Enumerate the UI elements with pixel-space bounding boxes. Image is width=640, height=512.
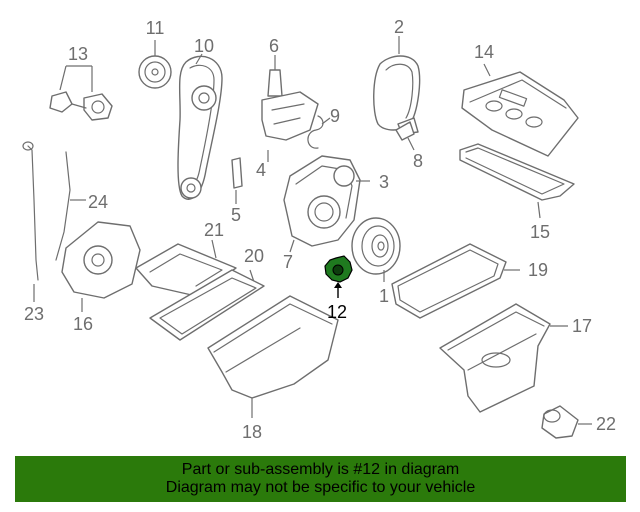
exploded-parts-diagram: 11 10 13 6 2 14 9 8 4 3 5 24 15 21 20 7 … [22, 17, 616, 442]
engine-bracket-part [261, 55, 319, 162]
callout-21: 21 [204, 220, 224, 240]
callout-15: 15 [530, 222, 550, 242]
callout-11: 11 [146, 18, 165, 38]
callout-13: 13 [68, 44, 88, 64]
crankshaft-pulley-part [351, 217, 401, 282]
callout-24: 24 [88, 192, 108, 212]
hose-part [307, 115, 331, 149]
oil-pump-part [61, 221, 141, 312]
oil-pan-gasket-part [391, 243, 520, 319]
valve-cover-gasket-part [459, 143, 575, 219]
callout-12: 12 [327, 302, 347, 322]
camshaft-pulley-part [138, 40, 172, 89]
callout-2: 2 [394, 17, 404, 37]
callout-3: 3 [379, 172, 389, 192]
oil-filter-part [541, 405, 592, 439]
callout-23: 23 [24, 304, 44, 324]
callout-6: 6 [269, 36, 279, 56]
callout-4: 4 [256, 160, 266, 180]
timing-belt-part [177, 53, 223, 200]
callout-22: 22 [596, 414, 616, 434]
lower-block-part [207, 295, 339, 418]
oil-pan-part [439, 303, 568, 413]
callout-5: 5 [231, 205, 241, 225]
callout-17: 17 [572, 316, 592, 336]
water-pump-part [49, 65, 113, 121]
callout-9: 9 [330, 106, 340, 126]
bolt-part [231, 157, 243, 204]
callout-7: 7 [283, 252, 293, 272]
callout-18: 18 [242, 422, 262, 442]
callout-10: 10 [194, 36, 214, 56]
callout-1: 1 [379, 286, 389, 306]
part-info-banner: Part or sub-assembly is #12 in diagram D… [15, 456, 626, 502]
banner-line-disclaimer: Diagram may not be specific to your vehi… [165, 479, 476, 496]
banner-line-part-number: Part or sub-assembly is #12 in diagram [181, 461, 460, 478]
crankshaft-sprocket-highlighted-part [324, 255, 353, 298]
dipstick-tube-part [55, 151, 86, 261]
callout-16: 16 [73, 314, 93, 334]
callout-8: 8 [413, 151, 423, 171]
callout-19: 19 [528, 260, 548, 280]
lower-timing-cover-part [283, 155, 370, 253]
oil-baffle-part [135, 239, 265, 341]
callout-14: 14 [474, 42, 494, 62]
valve-cover-part [461, 63, 579, 157]
dipstick-part [22, 141, 39, 302]
callout-20: 20 [244, 246, 264, 266]
small-bracket-part [395, 121, 415, 141]
